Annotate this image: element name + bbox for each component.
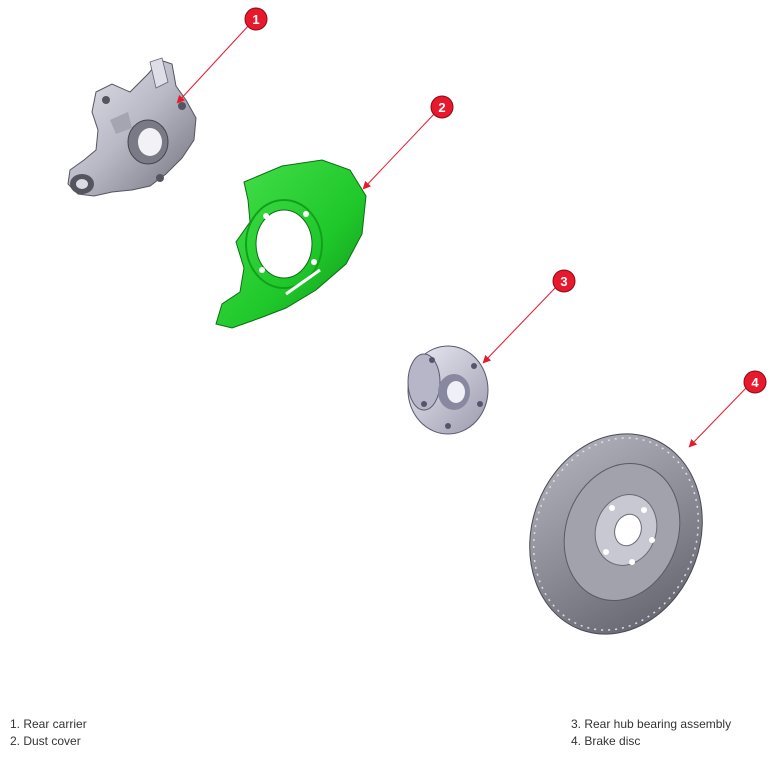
callout-1-arrow — [176, 23, 251, 104]
legend-right: 3. Rear hub bearing assembly 4. Brake di… — [571, 716, 731, 750]
callout-4: 4 — [743, 370, 767, 394]
legend-item-rear-carrier: 1. Rear carrier — [10, 717, 87, 731]
hub-bearing-part — [407, 345, 489, 435]
brake-disc-part — [529, 433, 703, 635]
svg-text:4: 4 — [751, 375, 759, 390]
exploded-parts-diagram: 1 2 3 4 — [67, 7, 767, 635]
svg-text:3: 3 — [560, 274, 567, 289]
svg-text:1: 1 — [252, 12, 259, 27]
callout-4-arrow — [688, 385, 749, 448]
legend-item-dust-cover: 2. Dust cover — [10, 734, 81, 748]
dust-cover-part — [215, 159, 367, 329]
legend-left: 1. Rear carrier 2. Dust cover — [10, 716, 87, 750]
legend-item-brake-disc: 4. Brake disc — [571, 734, 641, 748]
callout-3-arrow — [482, 285, 558, 364]
svg-text:2: 2 — [438, 100, 445, 115]
rear-carrier-part — [67, 57, 197, 197]
callout-2: 2 — [430, 95, 454, 119]
callout-3: 3 — [552, 269, 576, 293]
callout-2-arrow — [362, 111, 437, 190]
legend-item-hub-bearing: 3. Rear hub bearing assembly — [571, 717, 732, 731]
callout-1: 1 — [244, 7, 268, 31]
